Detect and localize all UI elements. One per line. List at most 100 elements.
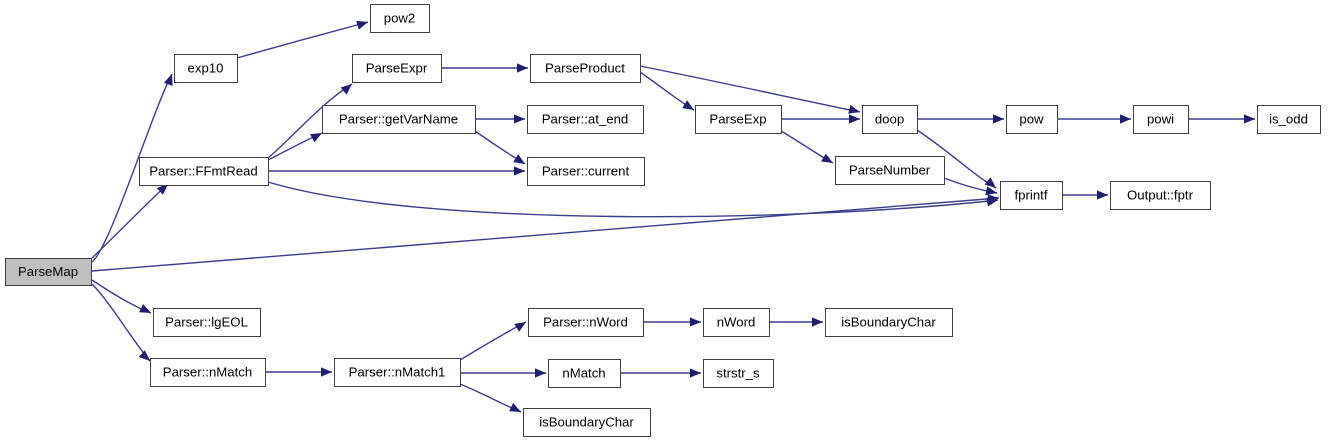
graph-node-fptr[interactable]: Output::fptr (1110, 181, 1211, 210)
node-label-ParseProduct: ParseProduct (545, 60, 625, 75)
node-label-ParseMap: ParseMap (18, 264, 78, 279)
graph-node-pow[interactable]: pow (1006, 105, 1058, 134)
node-box-exp10[interactable] (174, 54, 238, 83)
graph-node-ParseMap[interactable]: ParseMap (5, 258, 92, 286)
graph-node-nWordP[interactable]: Parser::nWord (528, 308, 644, 337)
arrowhead-doop->pow (993, 114, 1004, 124)
edge-FFmtRead-to-fprintf (267, 181, 999, 218)
graph-node-pow2[interactable]: pow2 (370, 4, 430, 33)
node-label-powi: powi (1147, 111, 1174, 126)
node-label-fptr: Output::fptr (1127, 187, 1194, 202)
node-box-isBoundaryChar2[interactable] (523, 408, 651, 437)
graph-node-nWord[interactable]: nWord (703, 308, 770, 337)
arrowhead-FFmtRead->current (514, 166, 525, 176)
node-label-pow: pow (1019, 111, 1044, 126)
node-box-isBoundaryChar1[interactable] (825, 308, 953, 337)
arrowheads-layer (138, 20, 1255, 412)
node-box-powi[interactable] (1133, 105, 1189, 134)
arrowhead-ParseProduct->ParseExp (682, 100, 694, 110)
node-box-ParseProduct[interactable] (530, 54, 641, 83)
edge-ParseMap-to-FFmtRead (91, 183, 169, 259)
node-box-getVarName[interactable] (322, 105, 476, 134)
graph-node-FFmtRead[interactable]: Parser::FFmtRead (139, 157, 269, 186)
node-label-nWord: nWord (717, 314, 756, 329)
arrowhead-powi->is_odd (1244, 114, 1255, 124)
node-box-current[interactable] (527, 157, 645, 186)
node-label-ParseExp: ParseExp (709, 111, 766, 126)
node-label-at_end: Parser::at_end (542, 111, 629, 126)
graph-node-ParseNumber[interactable]: ParseNumber (835, 156, 945, 185)
arrowhead-FFmtRead->getVarName (310, 133, 322, 143)
node-label-is_odd: is_odd (1269, 111, 1308, 126)
node-box-lgEOL[interactable] (153, 308, 261, 337)
node-box-fprintf[interactable] (1000, 181, 1063, 210)
arrowhead-nWordP->nWord (690, 317, 701, 327)
node-box-nMatchP[interactable] (150, 358, 266, 387)
graph-node-doop[interactable]: doop (862, 105, 918, 134)
node-label-doop: doop (875, 111, 904, 126)
node-box-nWord[interactable] (703, 308, 770, 337)
node-box-nMatch[interactable] (548, 359, 621, 388)
node-label-exp10: exp10 (188, 60, 224, 75)
node-box-pow[interactable] (1006, 105, 1058, 134)
graph-node-lgEOL[interactable]: Parser::lgEOL (153, 308, 261, 337)
graph-node-fprintf[interactable]: fprintf (1000, 181, 1063, 210)
node-box-doop[interactable] (862, 105, 918, 134)
arrowhead-ParseMap->FFmtRead (156, 184, 168, 195)
node-box-ParseExpr[interactable] (352, 54, 442, 83)
graph-node-nMatch1[interactable]: Parser::nMatch1 (334, 358, 461, 387)
node-box-ParseExp[interactable] (695, 105, 782, 134)
graph-node-at_end[interactable]: Parser::at_end (527, 105, 644, 134)
graph-node-ParseProduct[interactable]: ParseProduct (530, 54, 641, 83)
graph-node-nMatch[interactable]: nMatch (548, 359, 621, 388)
arrowhead-ParseMap->exp10 (163, 74, 173, 86)
node-box-nWordP[interactable] (528, 308, 644, 337)
arrowhead-nMatch1->isBoundaryChar2 (509, 403, 521, 412)
edge-ParseMap-to-fprintf (91, 197, 1000, 272)
node-box-fptr[interactable] (1110, 181, 1211, 210)
node-box-strstr_s[interactable] (703, 359, 774, 388)
node-label-ParseExpr: ParseExpr (366, 60, 428, 75)
edge-FFmtRead-to-ParseExpr (267, 83, 353, 159)
arrowhead-nMatch->strstr_s (690, 368, 701, 378)
graph-node-isBoundaryChar2[interactable]: isBoundaryChar (523, 408, 651, 437)
graph-node-nMatchP[interactable]: Parser::nMatch (150, 358, 266, 387)
node-label-getVarName: Parser::getVarName (339, 111, 458, 126)
node-box-pow2[interactable] (370, 4, 430, 33)
node-box-is_odd[interactable] (1257, 105, 1321, 134)
node-label-nMatch1: Parser::nMatch1 (349, 364, 446, 379)
graph-node-isBoundaryChar1[interactable]: isBoundaryChar (825, 308, 953, 337)
arrowhead-exp10->pow2 (356, 20, 368, 30)
node-box-at_end[interactable] (527, 105, 644, 134)
graph-node-exp10[interactable]: exp10 (174, 54, 238, 83)
graph-node-is_odd[interactable]: is_odd (1257, 105, 1321, 134)
node-box-FFmtRead[interactable] (139, 157, 269, 186)
graph-node-strstr_s[interactable]: strstr_s (703, 359, 774, 388)
node-box-ParseNumber[interactable] (835, 156, 945, 185)
arrowhead-getVarName->at_end (514, 114, 525, 124)
graph-node-ParseExpr[interactable]: ParseExpr (352, 54, 442, 83)
node-box-ParseMap[interactable] (5, 258, 92, 286)
graph-node-ParseExp[interactable]: ParseExp (695, 105, 782, 134)
node-label-nWordP: Parser::nWord (543, 314, 628, 329)
node-label-current: Parser::current (542, 163, 630, 178)
graph-node-current[interactable]: Parser::current (527, 157, 645, 186)
edge-ParseProduct-to-doop (639, 65, 861, 113)
arrowhead-ParseMap->lgEOL (139, 304, 151, 313)
arrowhead-nMatch1->nMatch (535, 368, 546, 378)
arrowhead-FFmtRead->fprintf (986, 197, 998, 207)
graph-node-getVarName[interactable]: Parser::getVarName (322, 105, 476, 134)
node-label-fprintf: fprintf (1015, 187, 1048, 202)
arrowhead-ParseNumber->fprintf (985, 186, 997, 196)
node-label-ParseNumber: ParseNumber (849, 162, 931, 177)
graph-node-powi[interactable]: powi (1133, 105, 1189, 134)
node-label-nMatch: nMatch (562, 365, 605, 380)
arrowhead-doop->fprintf (984, 177, 996, 188)
edges-layer (91, 21, 1255, 413)
arrowhead-FFmtRead->ParseExpr (340, 84, 352, 95)
node-label-pow2: pow2 (384, 10, 416, 25)
node-box-nMatch1[interactable] (334, 358, 461, 387)
arrowhead-ParseMap->nMatchP (138, 350, 150, 361)
